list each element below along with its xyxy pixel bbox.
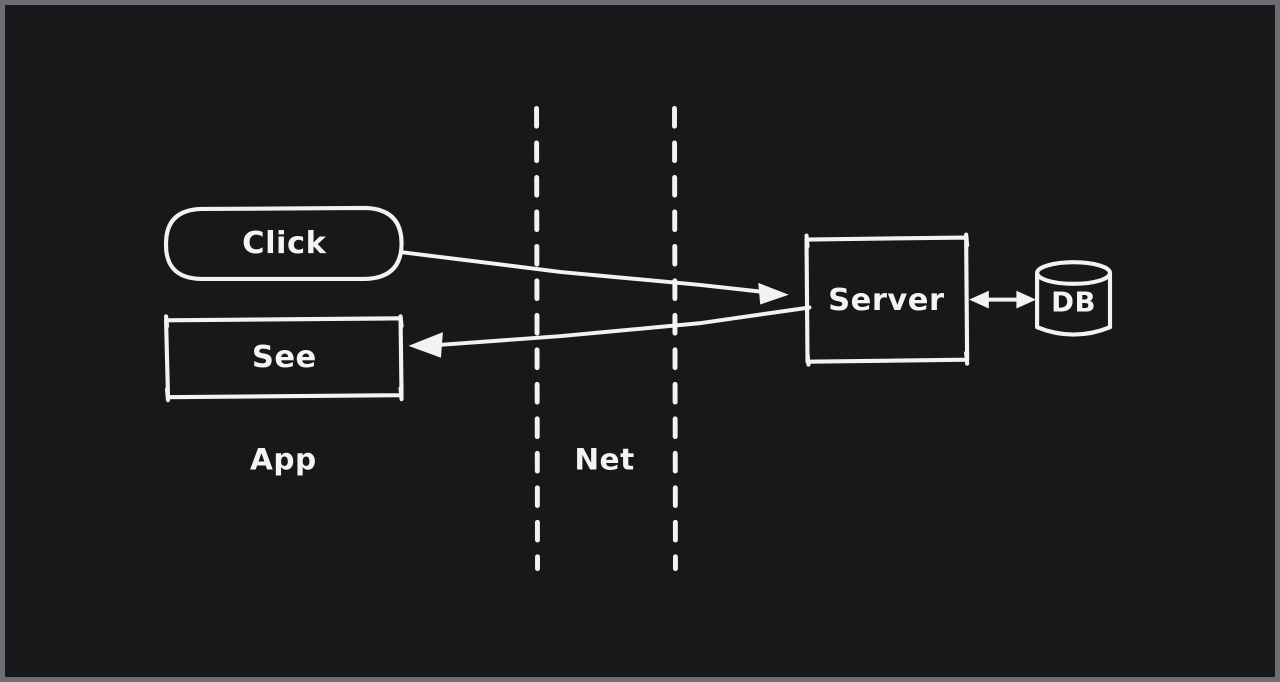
- see-corner-tick-br: [398, 386, 404, 402]
- server-label: Server: [828, 283, 944, 318]
- node-click[interactable]: Click: [163, 205, 404, 281]
- server-corner-tick-tl: [804, 233, 810, 249]
- zone-label-net: Net: [574, 443, 634, 477]
- see-label: See: [252, 340, 317, 375]
- net-zone-dividers: [534, 105, 678, 572]
- click-pill-outline: [163, 205, 404, 281]
- server-corner-tick-br: [964, 350, 970, 366]
- see-corner-tick-tl: [163, 314, 170, 329]
- server-to-see-line: [437, 305, 812, 347]
- db-label: DB: [1051, 286, 1096, 319]
- click-to-server-line: [400, 250, 782, 296]
- db-cylinder-top: [1035, 260, 1113, 286]
- net-left-divider: [534, 105, 540, 572]
- zone-label-app: App: [250, 443, 317, 477]
- click-label: Click: [242, 226, 326, 261]
- server-corner-tick-tr: [964, 232, 970, 248]
- node-see[interactable]: See: [163, 314, 404, 403]
- edge-server-to-see[interactable]: [408, 305, 812, 358]
- click-to-server-arrowhead: [758, 282, 789, 305]
- edge-server-db[interactable]: [969, 290, 1037, 309]
- server-db-arrowhead-right: [1016, 290, 1037, 309]
- net-right-divider: [672, 105, 678, 572]
- server-to-see-arrowhead: [408, 332, 443, 358]
- see-corner-tick-tr: [398, 314, 404, 329]
- db-cylinder-body: [1035, 271, 1113, 337]
- node-db[interactable]: DB: [1035, 260, 1113, 337]
- server-corner-tick-bl: [805, 351, 811, 367]
- see-corner-tick-bl: [164, 387, 171, 403]
- server-db-arrowhead-left: [969, 290, 989, 309]
- node-server[interactable]: Server: [804, 232, 970, 367]
- edge-click-to-server[interactable]: [400, 250, 789, 305]
- diagram-canvas[interactable]: Click See Server: [5, 5, 1275, 677]
